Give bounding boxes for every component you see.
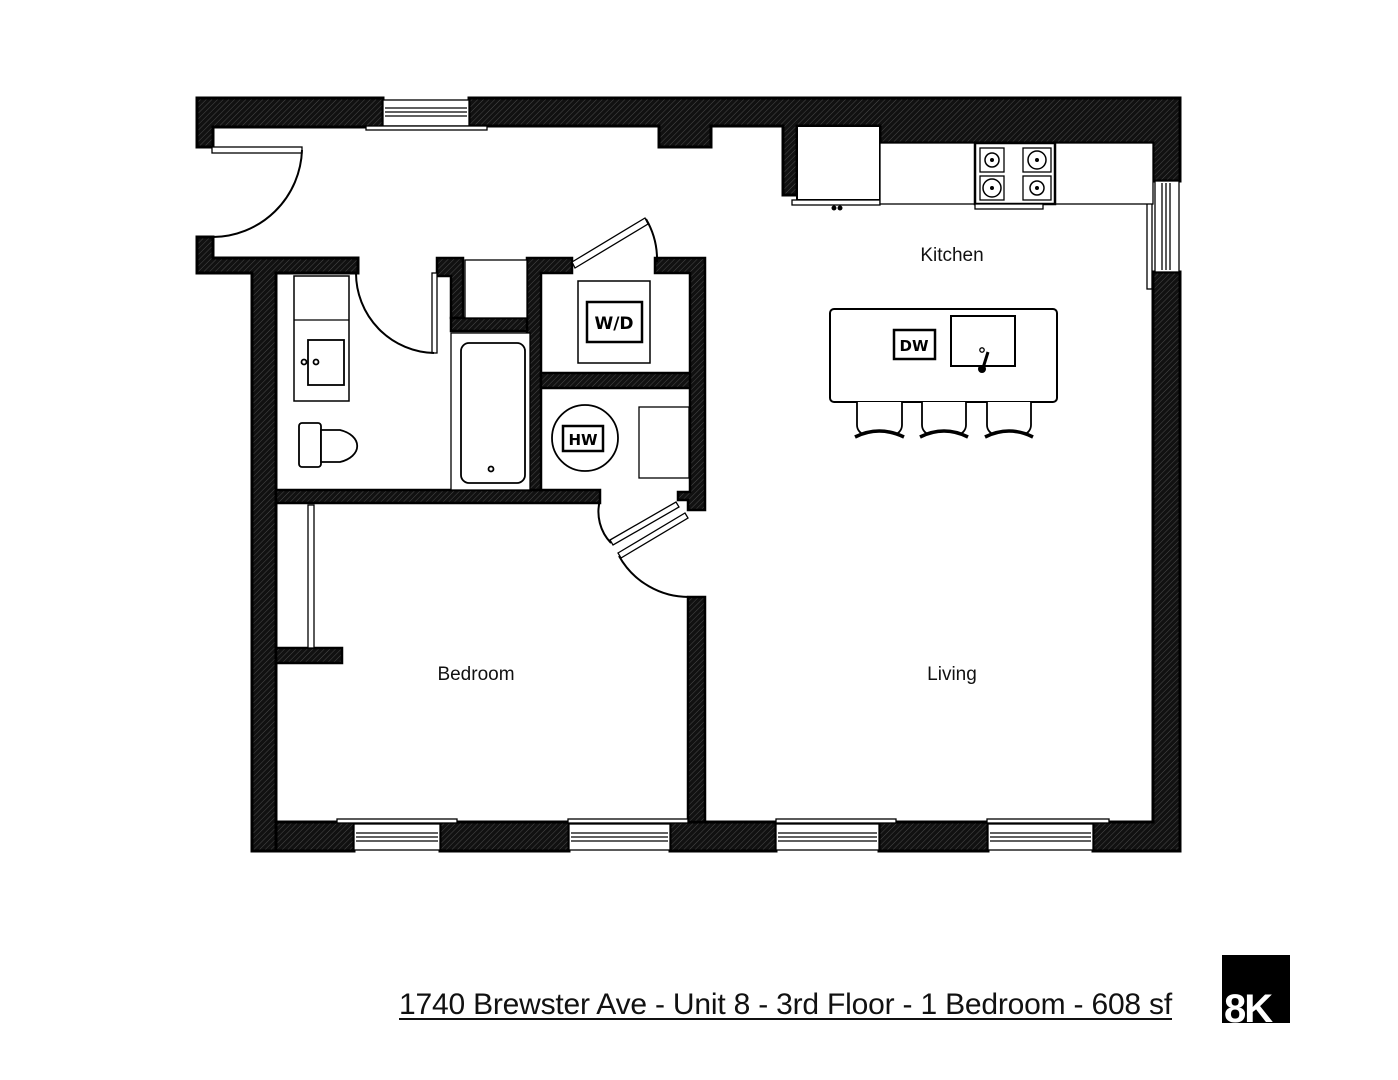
exterior-walls <box>195 96 1182 853</box>
kitchen-fixtures: DW <box>791 125 1154 439</box>
room-label-bedroom: Bedroom <box>437 664 515 685</box>
laundry-fixtures: W/D HW <box>551 280 690 479</box>
washer-dryer-label: W/D <box>594 314 633 334</box>
laundry-door[interactable] <box>571 217 659 269</box>
washer-dryer-icon <box>585 300 644 344</box>
windows <box>336 99 1180 851</box>
brand-logo-text: 8K <box>1224 987 1273 1031</box>
interior-walls <box>274 256 707 824</box>
dishwasher-icon <box>892 328 937 361</box>
room-label-living: Living <box>927 664 977 685</box>
doors <box>211 146 691 649</box>
utility-closet-door[interactable] <box>597 499 680 546</box>
entry-door[interactable] <box>211 146 303 238</box>
water-heater-icon <box>561 424 605 453</box>
bedroom-door[interactable] <box>617 512 691 599</box>
bathtub-icon <box>460 342 526 484</box>
bathroom-door[interactable] <box>355 272 438 354</box>
kitchen-island <box>829 308 1058 403</box>
refrigerator-icon <box>796 125 881 201</box>
water-heater-label: HW <box>568 431 598 449</box>
bathroom-fixtures <box>293 259 531 491</box>
brand-logo: 8K <box>1222 955 1290 1029</box>
toilet-icon <box>298 422 359 468</box>
kitchen-sink-icon <box>950 315 1016 367</box>
floorplan-caption: 1740 Brewster Ave - Unit 8 - 3rd Floor -… <box>399 988 1172 1021</box>
closet-door[interactable] <box>307 504 315 649</box>
bar-stools <box>854 402 1034 439</box>
room-label-kitchen: Kitchen <box>920 245 984 266</box>
dishwasher-label: DW <box>900 337 929 355</box>
stove-icon <box>973 141 1057 210</box>
